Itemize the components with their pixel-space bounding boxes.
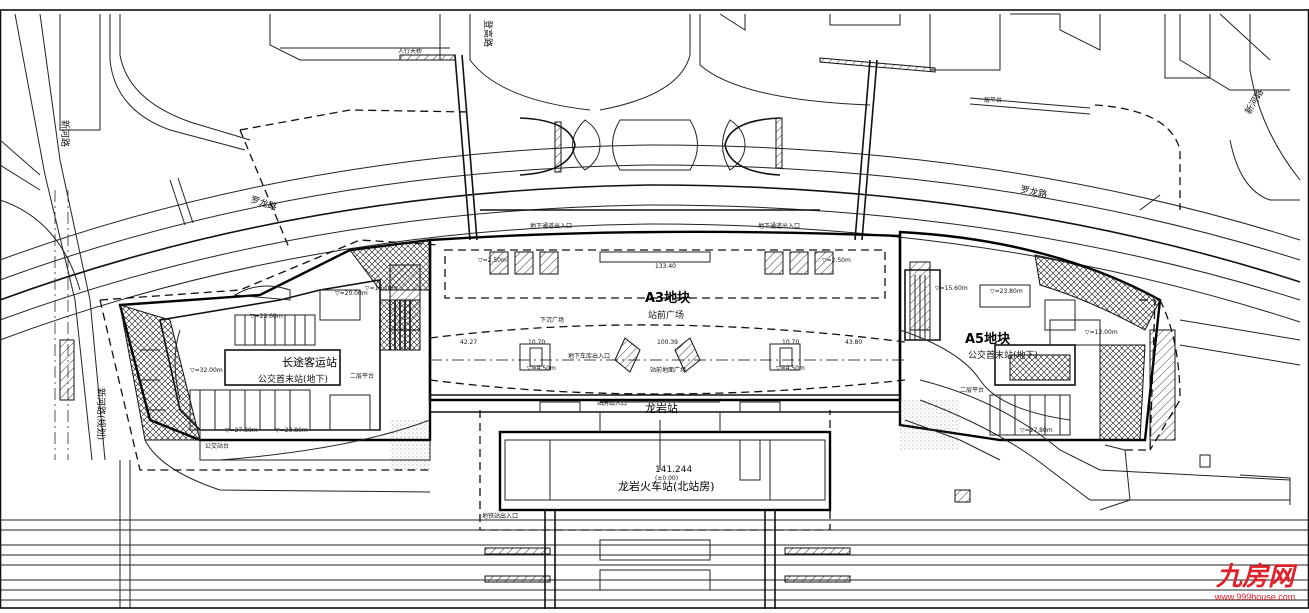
elev-8: ▽=23.80m	[990, 288, 1023, 295]
labels: 罗龙路 罗龙路 新河路 新河路(规划) 新河路 登高路 A3地块 站前广场 A5…	[59, 20, 1266, 520]
watermark-brand: 九房网	[1215, 562, 1294, 592]
metro-station-label: 龙岩站	[645, 401, 678, 415]
elev-4: ▽=23.80m	[275, 427, 308, 434]
elev-2: ▽=20.00m	[335, 290, 368, 297]
note-8: 地下车库出入口	[568, 352, 610, 360]
a3-block	[428, 230, 906, 413]
note-1: 地下通道出入口	[530, 222, 572, 230]
west-roads	[0, 13, 106, 461]
a1-block-title: 长途客运站	[282, 355, 337, 369]
note-9: 人行天桥	[398, 47, 422, 55]
elev-7: ▽=4.50m	[776, 365, 805, 372]
dim-1: 133.40	[655, 263, 676, 270]
note-2: 地下通道出入口	[758, 222, 800, 230]
elev-10: ▽=12.00m	[1085, 329, 1118, 336]
a1-block-subtitle: 公交首末站(地下)	[258, 373, 328, 385]
a5-block-subtitle: 公交首末站(地下)	[968, 349, 1038, 361]
station-complex	[429, 394, 971, 531]
dim-6: 43.80	[845, 339, 862, 346]
luolong-road	[0, 144, 1301, 341]
dim-2: 10.70	[528, 339, 545, 346]
elev-12: ▽=2.50m	[822, 257, 851, 264]
a3-block-title: A3地块	[645, 290, 691, 306]
elev-9: ▽=27.80m	[1020, 427, 1053, 434]
note-10: 一层平台	[978, 96, 1002, 104]
traffic-islands	[519, 117, 783, 176]
railway-tracks	[0, 460, 1309, 609]
note-11: 站前地面广场	[650, 366, 686, 374]
road-label-north-west: 罗龙路	[249, 193, 278, 213]
note-5: 二层平台	[960, 386, 984, 394]
note-12: 地铁站出入口	[482, 512, 518, 520]
note-7: 公交站台	[205, 442, 229, 450]
dim-4: 10.70	[782, 339, 799, 346]
railway-elevation-sub: (±0.00)	[655, 475, 678, 482]
watermark: 九房网 www.999house.com	[1205, 562, 1305, 606]
a1-block	[118, 238, 432, 493]
road-label-north-east: 罗龙路	[1019, 183, 1048, 200]
a5-block-title: A5地块	[965, 331, 1011, 347]
railway-station-label: 龙岩火车站(北站房)	[618, 479, 715, 493]
elev-11: ▽=2.50m	[478, 257, 507, 264]
dim-3: 100.39	[657, 339, 678, 346]
a5-block	[898, 230, 1301, 511]
elev-14: ▽=15.60m	[935, 285, 968, 292]
a1-boundary-top	[99, 239, 441, 301]
watermark-url: www.999house.com	[1214, 592, 1296, 602]
a1-boundary-bottom	[99, 299, 430, 471]
road-label-west-upper: 新河路	[59, 120, 71, 147]
note-6: 站房出入口	[597, 399, 627, 407]
road-label-west-lower: 新河路(规划)	[95, 388, 107, 440]
elev-13: ▽=16.10m	[365, 285, 398, 292]
pedestrian-bridges	[239, 54, 1181, 251]
a3-block-subtitle: 站前广场	[648, 309, 684, 321]
elev-5: ▽=23.60m	[250, 313, 283, 320]
note-4: 二层平台	[350, 372, 374, 380]
note-3: 下沉广场	[540, 316, 564, 324]
north-road-network	[59, 13, 1301, 201]
elev-3: ▽=27.80m	[225, 427, 258, 434]
dim-5: 42.27	[460, 339, 477, 346]
road-label-central: 登高路	[482, 20, 494, 47]
elev-1: ▽=32.00m	[190, 367, 223, 374]
elev-6: ▽=4.50m	[527, 365, 556, 372]
railway-elevation: 141.244	[655, 465, 692, 475]
